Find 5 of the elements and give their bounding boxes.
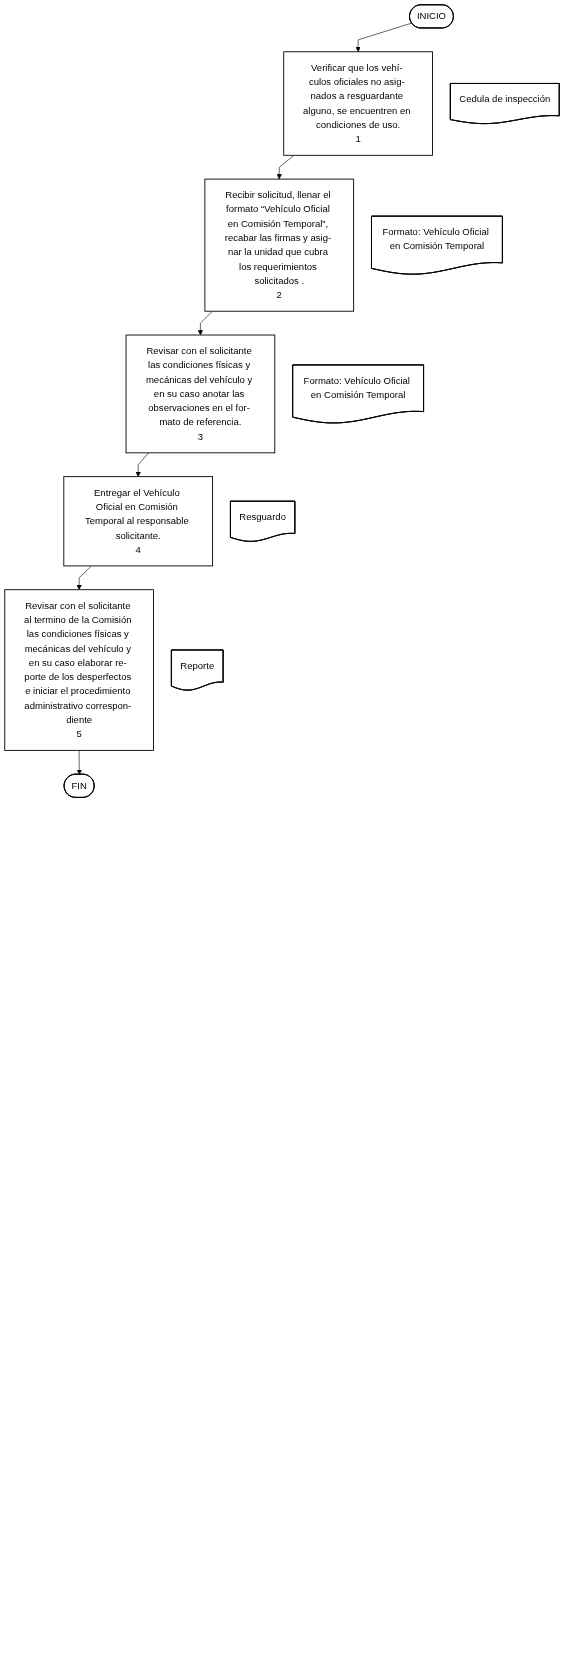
node-box: Verificar que los vehí- culos oficiales no asig- nados a resguardante alguno, se encuentren en condiciones de uso. 1: [283, 51, 433, 156]
node-box: Entregar el Vehículo Oficial en Comisión Temporal al responsable solicitante. 4: [63, 476, 213, 567]
node-box: Recibir solicitud, llenar el formato “Vehículo Oficial en Comisión Temporal”, recabar las firmas y asig- nar la unidad que cubra los requerimientos solicitados . 2: [204, 178, 355, 312]
node-box: Revisar con el solicitante las condiciones físicas y mecánicas del vehículo y en su caso anotar las observaciones en el for- mato de referencia. 3: [125, 334, 276, 454]
node-box: Revisar con el solicitante al termino de la Comisión las condiciones físicas y mecánicas del vehículo y en su caso elaborar re- porte de los desperfectos e iniciar el procedimiento administrativo correspon- diente 5: [4, 589, 154, 751]
